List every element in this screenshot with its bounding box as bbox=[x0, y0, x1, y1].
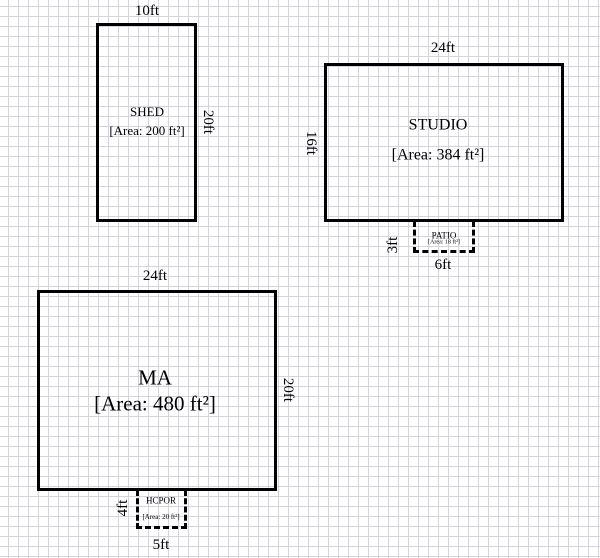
shed-name: SHED bbox=[130, 104, 164, 120]
ma-width-dim: 24ft bbox=[142, 268, 168, 284]
studio-name: STUDIO bbox=[408, 116, 468, 134]
room-hcpor[interactable] bbox=[136, 490, 187, 529]
ma-name: MA bbox=[138, 365, 172, 390]
room-studio[interactable] bbox=[324, 63, 564, 222]
patio-area: [Area: 18 ft²] bbox=[428, 239, 460, 246]
hcpor-height-dim: 4ft bbox=[115, 499, 131, 517]
patio-height-dim: 3ft bbox=[385, 236, 401, 254]
patio-width-dim: 6ft bbox=[434, 257, 452, 273]
room-ma[interactable] bbox=[37, 290, 277, 491]
hcpor-area: [Area: 20 ft²] bbox=[142, 512, 180, 521]
shed-height-dim: 20ft bbox=[200, 109, 216, 135]
room-patio[interactable] bbox=[413, 221, 475, 253]
shed-width-dim: 10ft bbox=[134, 3, 160, 19]
ma-height-dim: 20ft bbox=[280, 377, 296, 403]
studio-height-dim: 16ft bbox=[303, 130, 319, 156]
shed-area: [Area: 200 ft²] bbox=[109, 123, 185, 139]
hcpor-width-dim: 5ft bbox=[152, 537, 170, 553]
patio-name: PATIO bbox=[431, 230, 457, 241]
studio-width-dim: 24ft bbox=[430, 40, 456, 56]
hcpor-name: HCPOR bbox=[145, 495, 177, 506]
studio-area: [Area: 384 ft²] bbox=[391, 146, 485, 164]
ma-area: [Area: 480 ft²] bbox=[94, 391, 216, 416]
room-shed[interactable] bbox=[96, 23, 197, 222]
